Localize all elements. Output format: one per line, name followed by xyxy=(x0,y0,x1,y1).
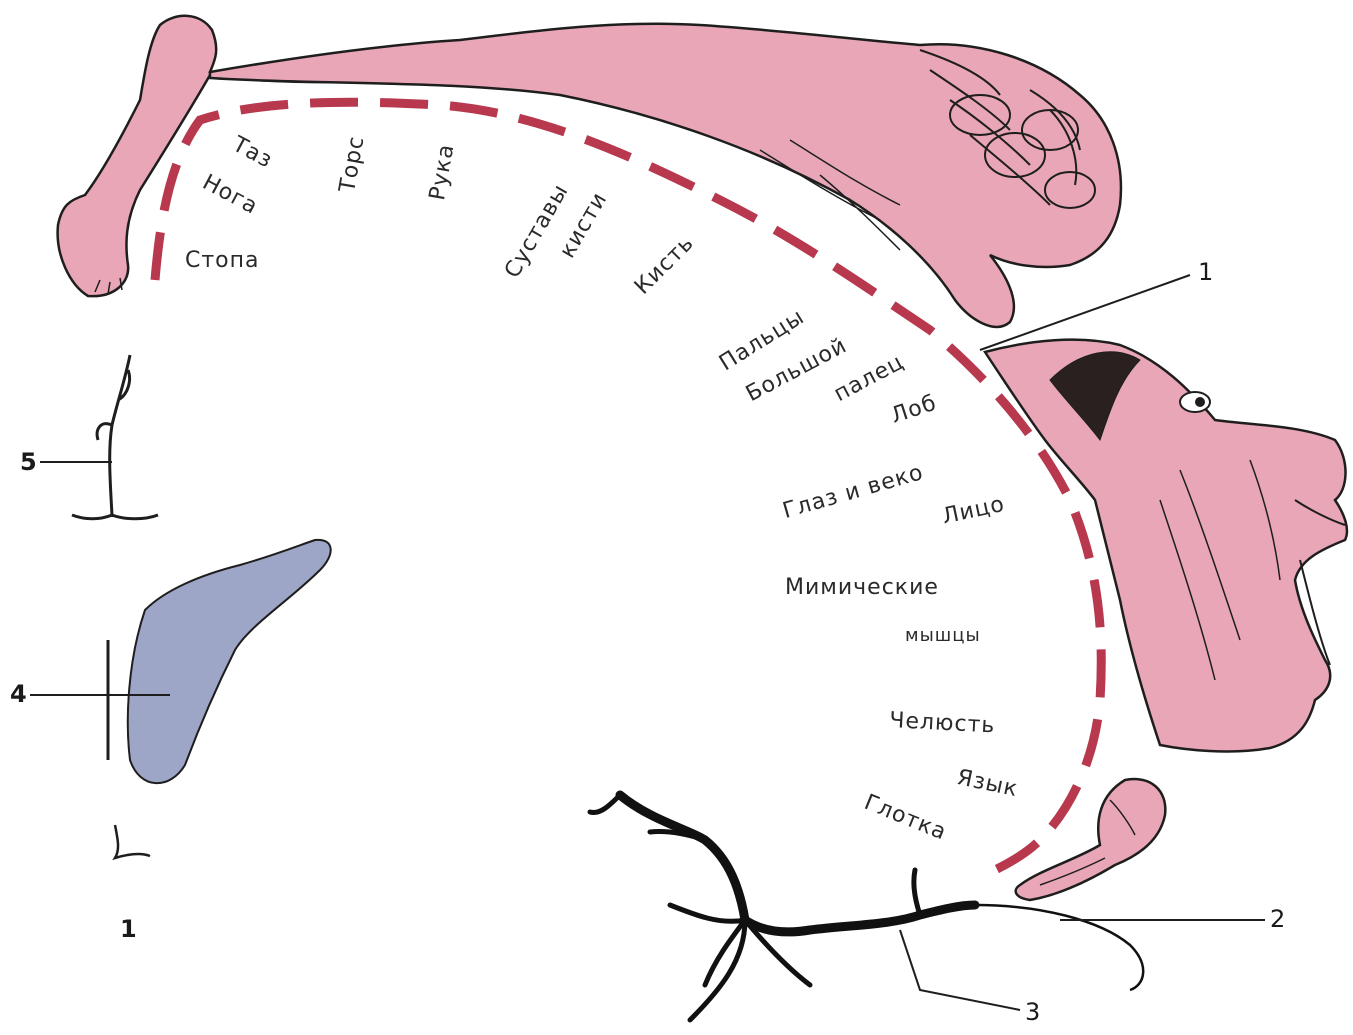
brain-section-icon xyxy=(30,540,331,783)
number-3: 3 xyxy=(1025,998,1040,1026)
label-mimicheskie: Мимические xyxy=(785,575,939,600)
number-1-bottom: 1 xyxy=(120,915,137,943)
nerve-branch-5-icon xyxy=(40,355,158,519)
number-5: 5 xyxy=(20,448,37,476)
number-1-top: 1 xyxy=(1198,258,1213,286)
label-myshtsy: мышцы xyxy=(905,625,981,646)
label-stopa: Стопа xyxy=(185,248,260,273)
small-curl-icon xyxy=(115,825,150,858)
face-figure-icon xyxy=(985,340,1347,752)
nerve-branch-icon xyxy=(590,795,1143,1020)
tongue-figure-icon xyxy=(1016,779,1166,900)
number-4: 4 xyxy=(10,680,27,708)
number-2: 2 xyxy=(1270,905,1285,933)
